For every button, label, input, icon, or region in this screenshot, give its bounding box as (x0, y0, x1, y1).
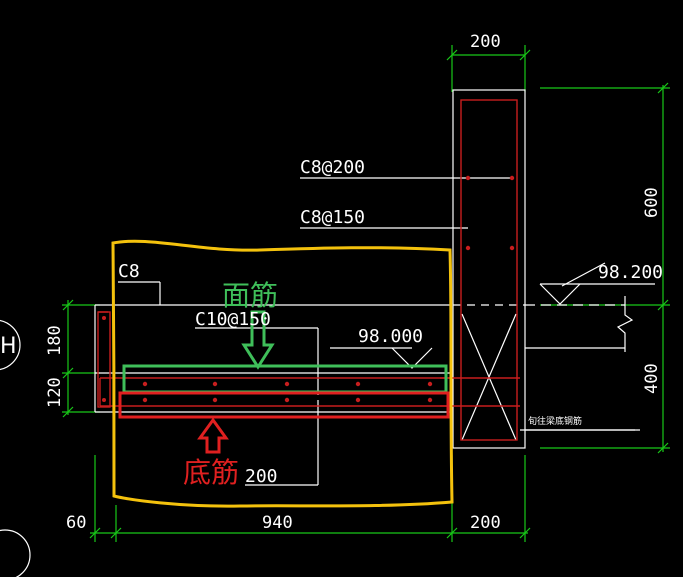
bottom-bar-highlight (118, 391, 450, 419)
beam-bottom-rebar-note: 旬往梁底钢筋 (528, 415, 582, 427)
concrete-outline (0, 89, 655, 577)
dim-bottom-200: 200 (470, 513, 501, 533)
rebar-c8-200-label: C8@200 (300, 157, 365, 178)
dim-bottom-60: 60 (66, 513, 86, 533)
dim-right-600: 600 (642, 187, 662, 218)
top-bar-arrow-icon (241, 310, 275, 370)
dim-top-200: 200 (470, 32, 501, 52)
rebar-lines (97, 99, 520, 441)
rebar-c10-150-label: C10@150 (195, 309, 271, 330)
yellow-markup-outline (111, 239, 454, 508)
top-bar-highlight (122, 364, 448, 394)
rebar-c8-150-label: C8@150 (300, 207, 365, 228)
rebar-bottom-label: 200 (245, 466, 278, 487)
bottom-bar-arrow-icon (197, 417, 229, 454)
rebar-dots (102, 175, 515, 403)
rebar-c8-label: C8 (118, 261, 140, 282)
dimension-lines (62, 45, 670, 542)
elevation-98-200: 98.200 (598, 262, 663, 283)
axis-h-label: H (0, 334, 17, 359)
dim-left-120: 120 (45, 377, 65, 408)
dim-right-400: 400 (642, 363, 662, 394)
top-bar-annotation: 面筋 (222, 279, 278, 312)
elevation-98-000: 98.000 (358, 326, 423, 347)
bottom-bar-annotation: 底筋 (183, 456, 239, 489)
dim-bottom-940: 940 (262, 513, 293, 533)
dim-left-180: 180 (45, 325, 65, 356)
